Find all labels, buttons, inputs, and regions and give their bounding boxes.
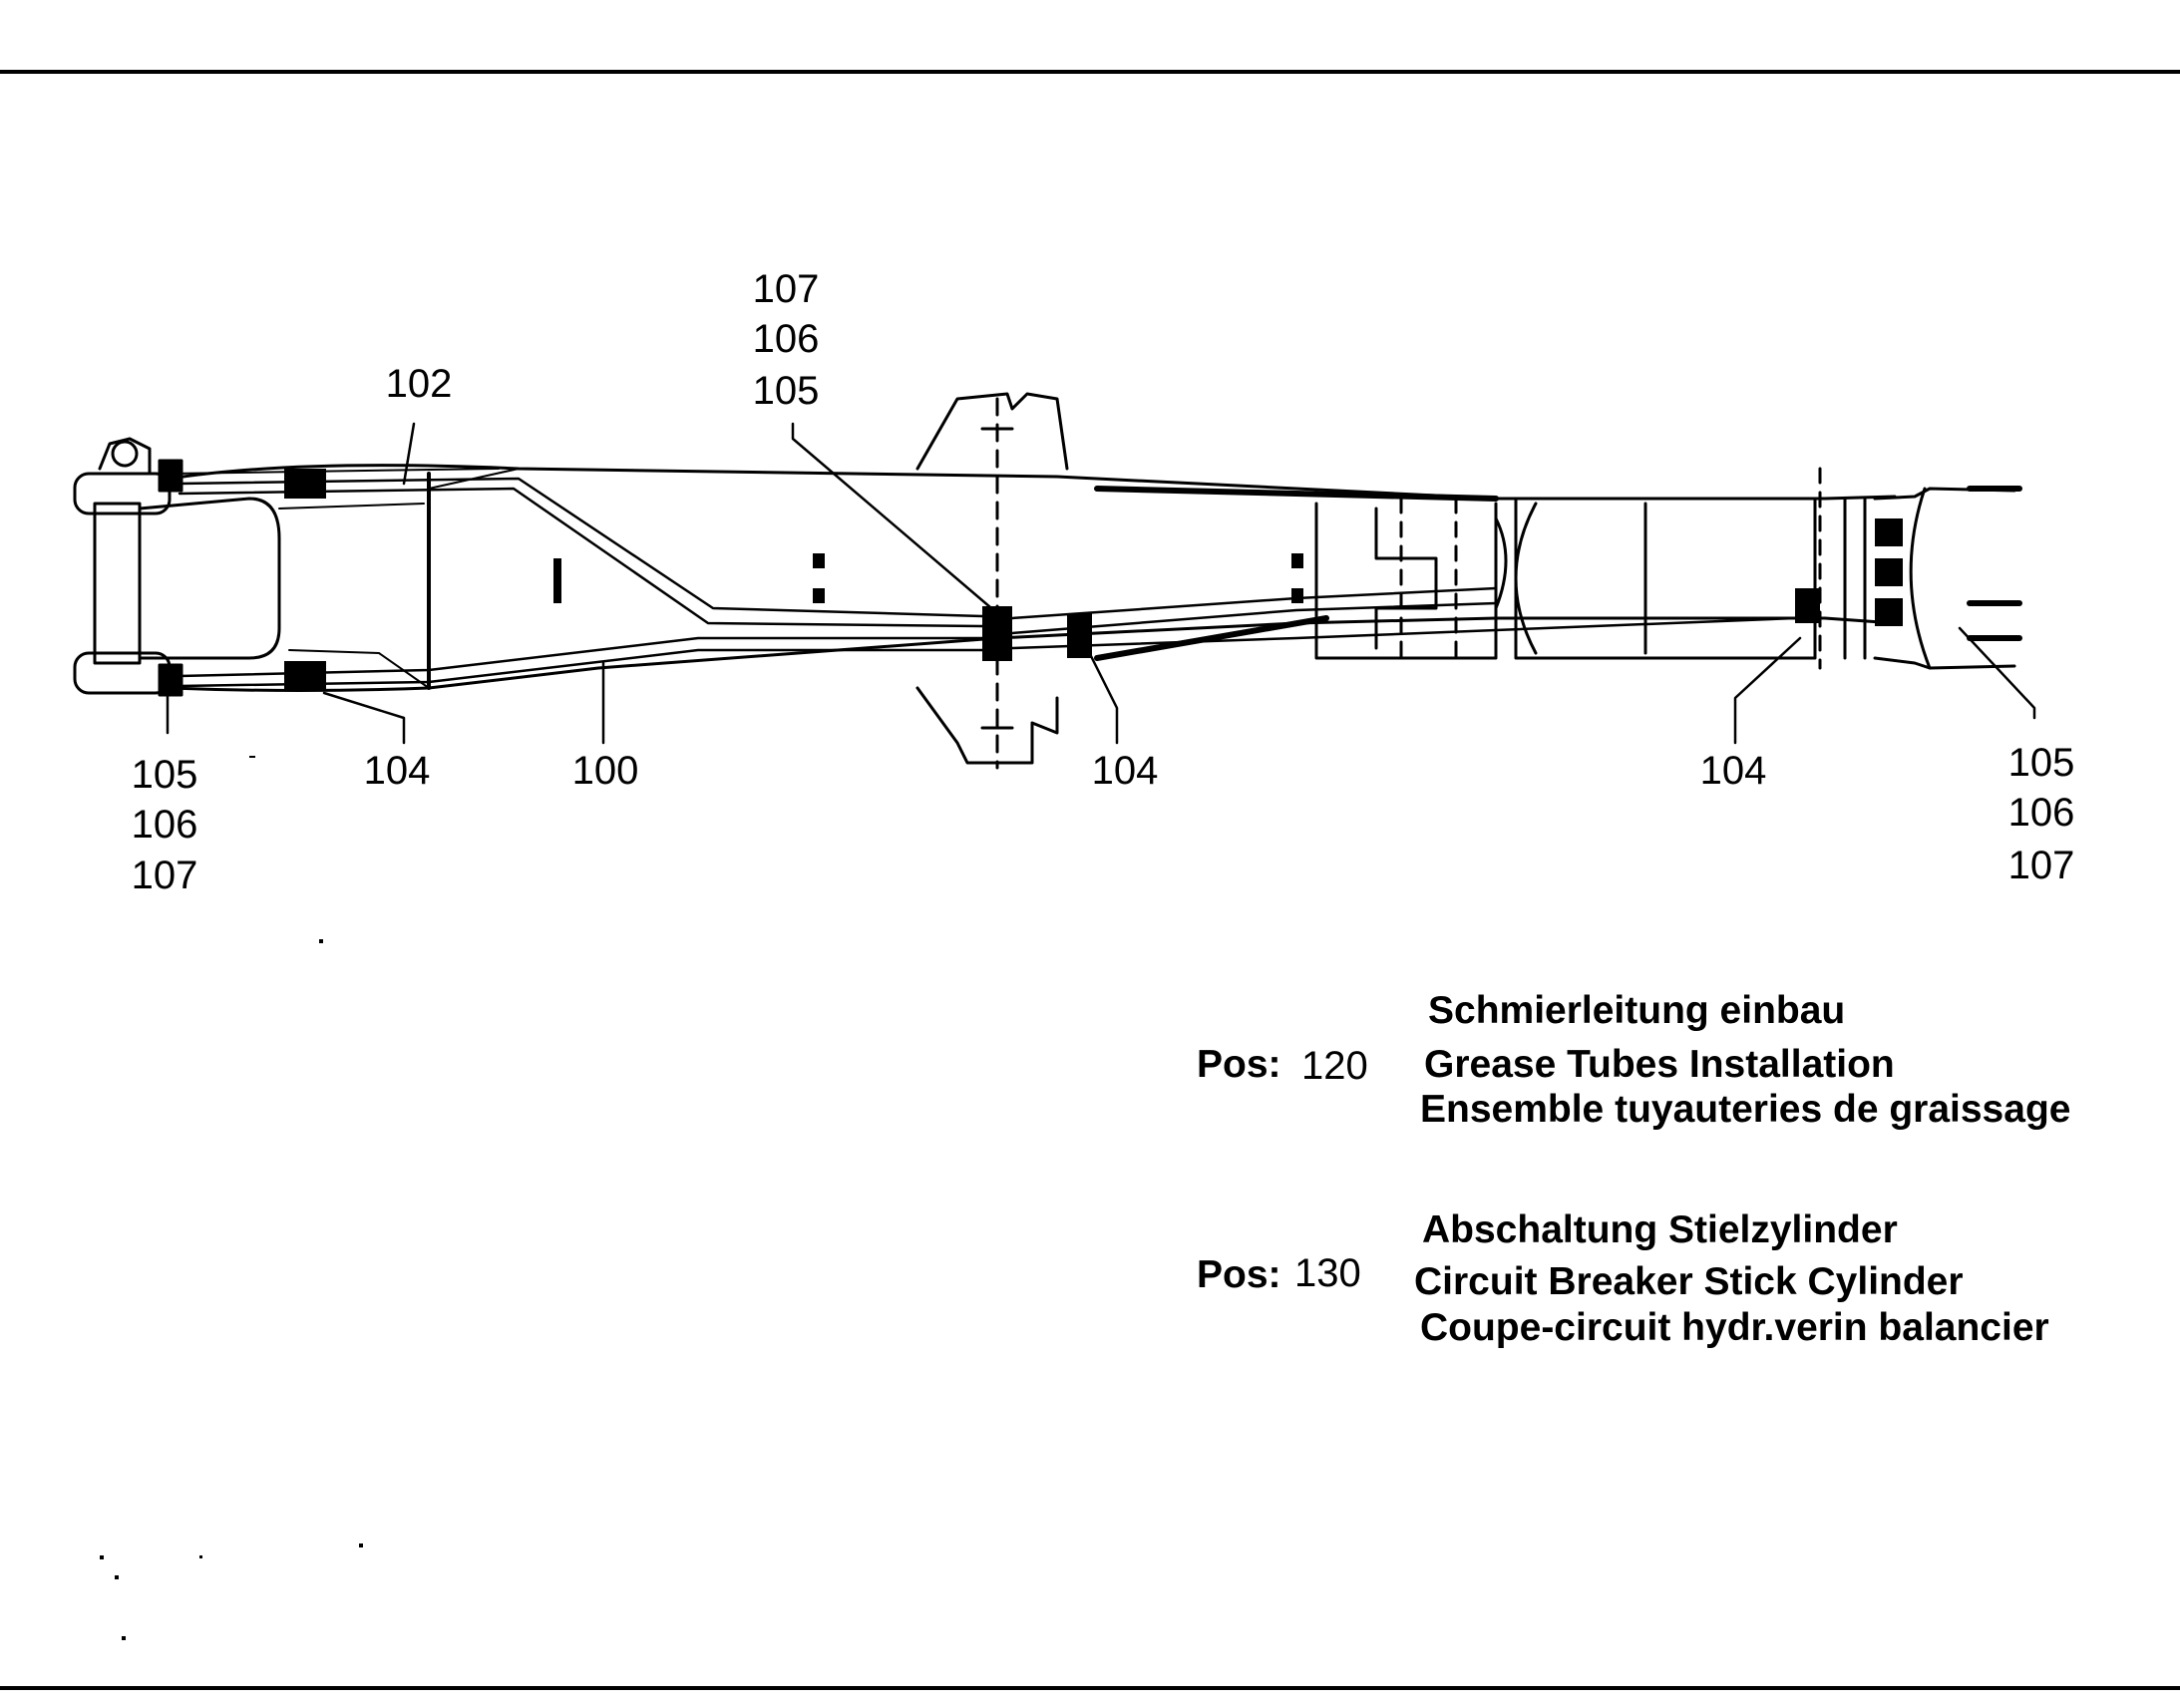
stick-body-outline [168,464,1897,692]
callout-bottom-right-2: 106 [2007,791,2075,835]
legend-130-german: Abschaltung Stielzylinder [1422,1208,1898,1251]
callout-top-mid-3: 105 [752,369,820,413]
callout-104-left: 104 [363,749,431,793]
legend-130-pos-label: Pos: [1197,1253,1281,1296]
legend-130-number: 130 [1294,1251,1361,1295]
callout-104-mid: 104 [1091,749,1159,793]
cylinder-assembly [1314,467,2022,670]
legend-120-french: Ensemble tuyauteries de graissage [1420,1088,2071,1131]
scan-speck [100,1555,104,1559]
callout-100: 100 [571,749,639,793]
legend-120-english: Grease Tubes Installation [1424,1043,1895,1086]
legend-120-pos-label: Pos: [1197,1043,1281,1086]
scan-speck [249,756,255,758]
callout-bottom-left-2: 106 [131,803,198,847]
grease-tubes [178,477,1797,688]
callout-bottom-left-3: 107 [131,854,198,897]
callout-104-right: 104 [1699,749,1767,793]
center-bosses [915,392,1069,770]
legend-130-french: Coupe-circuit hydr.verin balancier [1420,1306,2049,1349]
scan-speck [199,1555,202,1558]
scan-speck [359,1543,363,1547]
callout-top-mid-2: 106 [752,317,820,361]
callout-leader-lines [166,422,2036,745]
legend-120-german: Schmierleitung einbau [1428,989,1846,1032]
scan-speck [115,1575,119,1579]
scan-speck [319,939,323,943]
legend-120-number: 120 [1301,1044,1368,1088]
callout-102: 102 [385,362,453,406]
legend-130-english: Circuit Breaker Stick Cylinder [1414,1260,1964,1303]
scan-speck [122,1636,126,1640]
bottom-border-rule [0,1686,2180,1690]
callout-bottom-right-3: 107 [2007,844,2075,887]
top-border-rule [0,70,2180,74]
callout-top-mid-1: 107 [752,267,820,311]
callout-bottom-left-1: 105 [131,753,198,797]
callout-bottom-right-1: 105 [2007,741,2075,785]
clamp-blocks [284,469,1903,691]
